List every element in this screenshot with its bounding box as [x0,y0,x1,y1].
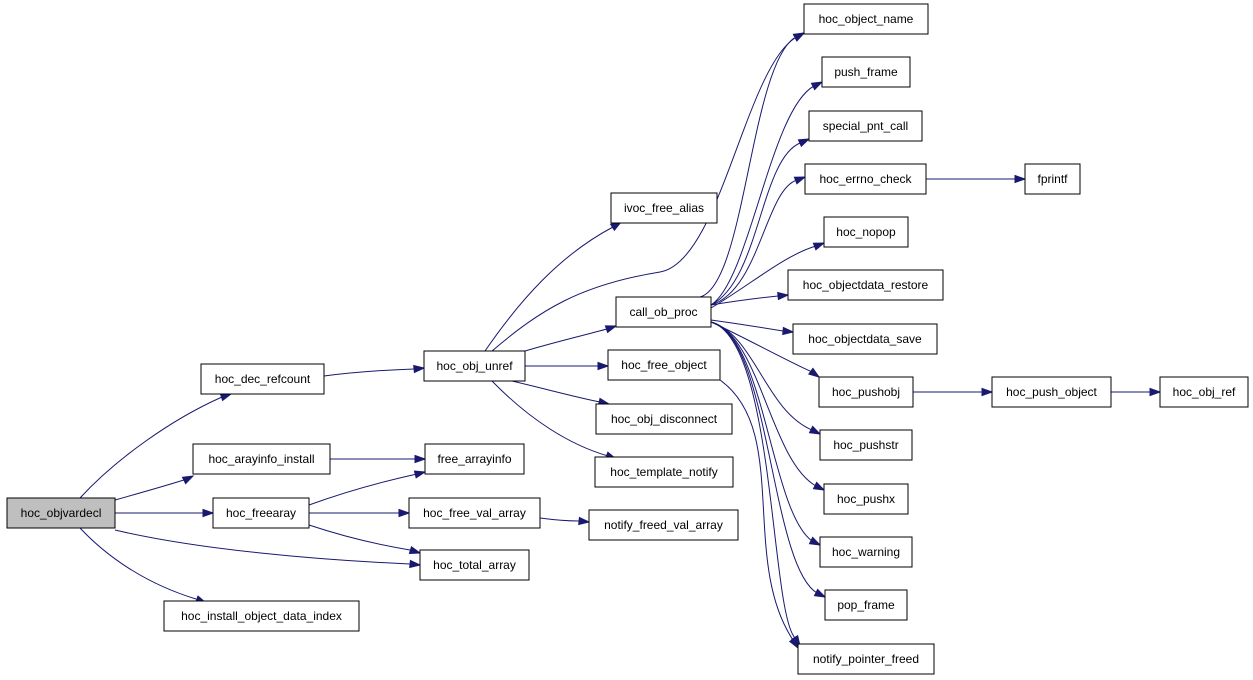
node-label: special_pnt_call [823,119,908,133]
node-label: hoc_obj_unref [436,359,513,373]
node-fprintf[interactable]: fprintf [1024,163,1081,195]
node-free-arrayinfo[interactable]: free_arrayinfo [424,443,525,475]
call-nodes: hoc_objvardecl hoc_dec_refcount hoc_aray… [6,3,1249,675]
node-hoc-obj-ref[interactable]: hoc_obj_ref [1159,376,1249,408]
node-call-ob-proc[interactable]: call_ob_proc [615,296,712,328]
edge-call-ob-proc-to-od-save [710,319,795,336]
node-hoc-errno-check[interactable]: hoc_errno_check [804,163,927,195]
node-hoc-arayinfo-install[interactable]: hoc_arayinfo_install [192,443,331,475]
edge-pushobj-to-push-object [913,387,994,397]
node-pop-frame[interactable]: pop_frame [824,589,908,621]
node-label: hoc_warning [832,545,900,559]
edge-arayinfo-install-to-free-arrayinfo [330,454,427,464]
node-label: hoc_free_val_array [423,506,526,520]
node-hoc-obj-unref[interactable]: hoc_obj_unref [423,350,526,382]
edge-push-object-to-obj-ref [1111,387,1162,397]
node-label: hoc_install_object_data_index [181,609,342,623]
edge-call-ob-proc-to-od-restore [710,291,790,306]
node-label: hoc_obj_disconnect [611,412,718,426]
edge-call-ob-proc-to-nopop [710,242,826,309]
node-hoc-pushstr[interactable]: hoc_pushstr [819,429,913,461]
node-label: hoc_total_array [433,558,516,572]
node-hoc-warning[interactable]: hoc_warning [819,536,913,568]
edge-root-to-freearay [115,508,215,518]
node-hoc-free-val-array[interactable]: hoc_free_val_array [408,497,541,529]
node-label: push_frame [834,65,898,79]
node-label: hoc_template_notify [610,465,717,479]
node-hoc-push-object[interactable]: hoc_push_object [991,376,1112,408]
node-label: hoc_pushobj [832,385,900,399]
node-label: hoc_objectdata_save [808,332,922,346]
node-notify-freed-val-array[interactable]: notify_freed_val_array [588,509,739,541]
node-label: call_ob_proc [629,305,697,319]
edge-obj-unref-to-call-ob-proc [524,325,618,352]
node-notify-pointer-freed[interactable]: notify_pointer_freed [797,643,935,675]
edge-freearay-to-total-array [308,524,422,555]
edge-root-to-install-odi [79,527,208,604]
node-label: ivoc_free_alias [624,201,704,215]
node-label: pop_frame [837,598,895,612]
node-hoc-pushx[interactable]: hoc_pushx [823,483,909,515]
node-label: hoc_object_name [819,12,914,26]
node-label: hoc_obj_ref [1173,385,1236,399]
node-label: hoc_pushstr [833,438,898,452]
node-label: notify_pointer_freed [813,652,919,666]
node-label: hoc_objectdata_restore [803,278,929,292]
edge-call-ob-proc-to-pop-frame [710,321,827,598]
edge-call-ob-proc-to-special-pnt-call [710,138,811,306]
edge-call-ob-proc-to-errno-check [710,176,807,306]
node-hoc-objvardecl[interactable]: hoc_objvardecl [6,497,116,529]
node-hoc-object-name[interactable]: hoc_object_name [803,3,929,35]
edge-call-ob-proc-to-notify-pointer-freed [710,321,801,648]
node-hoc-dec-refcount[interactable]: hoc_dec_refcount [200,363,325,395]
node-hoc-pushobj[interactable]: hoc_pushobj [818,376,914,408]
node-hoc-obj-disconnect[interactable]: hoc_obj_disconnect [595,403,733,435]
node-label: hoc_dec_refcount [215,372,311,386]
node-hoc-free-object[interactable]: hoc_free_object [607,349,721,381]
node-label: free_arrayinfo [437,452,511,466]
node-label: notify_freed_val_array [604,518,723,532]
node-label: hoc_push_object [1006,385,1097,399]
node-hoc-install-object-data-index[interactable]: hoc_install_object_data_index [163,600,360,632]
node-label: hoc_arayinfo_install [208,452,314,466]
edge-root-to-total-array [114,529,422,569]
node-hoc-template-notify[interactable]: hoc_template_notify [594,456,734,488]
edge-call-ob-proc-to-push-frame [710,81,824,306]
node-label: hoc_errno_check [819,172,912,186]
node-hoc-freearay[interactable]: hoc_freearay [212,497,310,529]
edge-call-ob-proc-to-pushx [710,321,826,491]
edge-obj-unref-to-free-object [525,361,610,371]
edge-call-ob-proc-to-object-name [699,32,806,298]
edge-freearay-to-free-arrayinfo [308,470,427,506]
edge-dec-refcount-to-obj-unref [323,364,426,377]
call-edges [79,32,1162,650]
node-hoc-nopop[interactable]: hoc_nopop [823,216,909,248]
node-label: hoc_pushx [837,492,895,506]
node-ivoc-free-alias[interactable]: ivoc_free_alias [610,192,718,224]
node-hoc-objectdata-restore[interactable]: hoc_objectdata_restore [787,269,944,301]
node-hoc-total-array[interactable]: hoc_total_array [419,549,530,581]
node-label: hoc_nopop [836,225,896,239]
node-label: hoc_free_object [621,358,707,372]
edge-root-to-arayinfo-install [114,475,195,501]
edge-obj-unref-to-obj-disconnect [511,380,611,406]
node-special-pnt-call[interactable]: special_pnt_call [808,110,923,142]
node-push-frame[interactable]: push_frame [821,56,911,88]
edge-free-val-array-to-notify-freed [539,516,591,526]
node-hoc-objectdata-save[interactable]: hoc_objectdata_save [792,323,938,355]
edge-errno-check-to-fprintf [926,174,1027,184]
edge-freearay-to-free-val-array [309,508,411,518]
node-label: fprintf [1037,172,1068,186]
node-label: hoc_objvardecl [21,506,102,520]
node-label: hoc_freearay [226,506,296,520]
